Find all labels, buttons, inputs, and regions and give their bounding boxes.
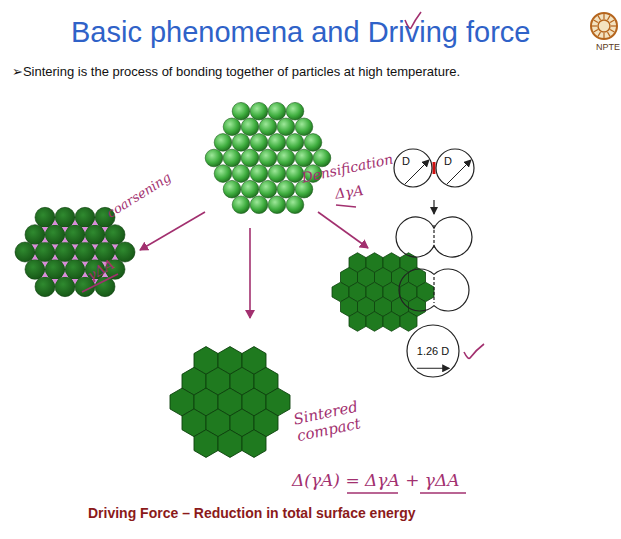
particle-circle: 1.26 D	[406, 324, 460, 378]
circle-outline	[435, 148, 475, 188]
densified-compact	[332, 253, 434, 332]
circle-outline	[393, 148, 433, 188]
dimension-label: D	[402, 155, 410, 167]
bullet-text: ➢Sintering is the process of bonding tog…	[12, 64, 460, 79]
particle-circle: D	[435, 148, 475, 188]
nptel-logo	[591, 13, 617, 39]
handwritten-note: coarsening	[104, 169, 174, 220]
logo-text: NPTE	[596, 42, 620, 52]
handwritten-equation: Δ(γA) = ΔγA + γΔA	[292, 470, 460, 490]
dimension-label: D	[444, 155, 452, 167]
caption: Driving Force – Reduction in total surfa…	[88, 505, 416, 521]
handwritten-note: Sintered compact	[292, 393, 387, 445]
slide-title: Basic phenomena and Driving force	[71, 16, 530, 49]
coarsened-compact	[15, 207, 135, 296]
handwritten-formula: ΔγA	[334, 182, 365, 202]
sintered-compact	[170, 347, 290, 458]
neck-growth-stages	[396, 162, 472, 311]
particle-circle: D	[393, 148, 433, 188]
dimension-label: 1.26 D	[417, 345, 449, 357]
green-compact	[205, 102, 331, 213]
process-arrows	[82, 12, 484, 493]
